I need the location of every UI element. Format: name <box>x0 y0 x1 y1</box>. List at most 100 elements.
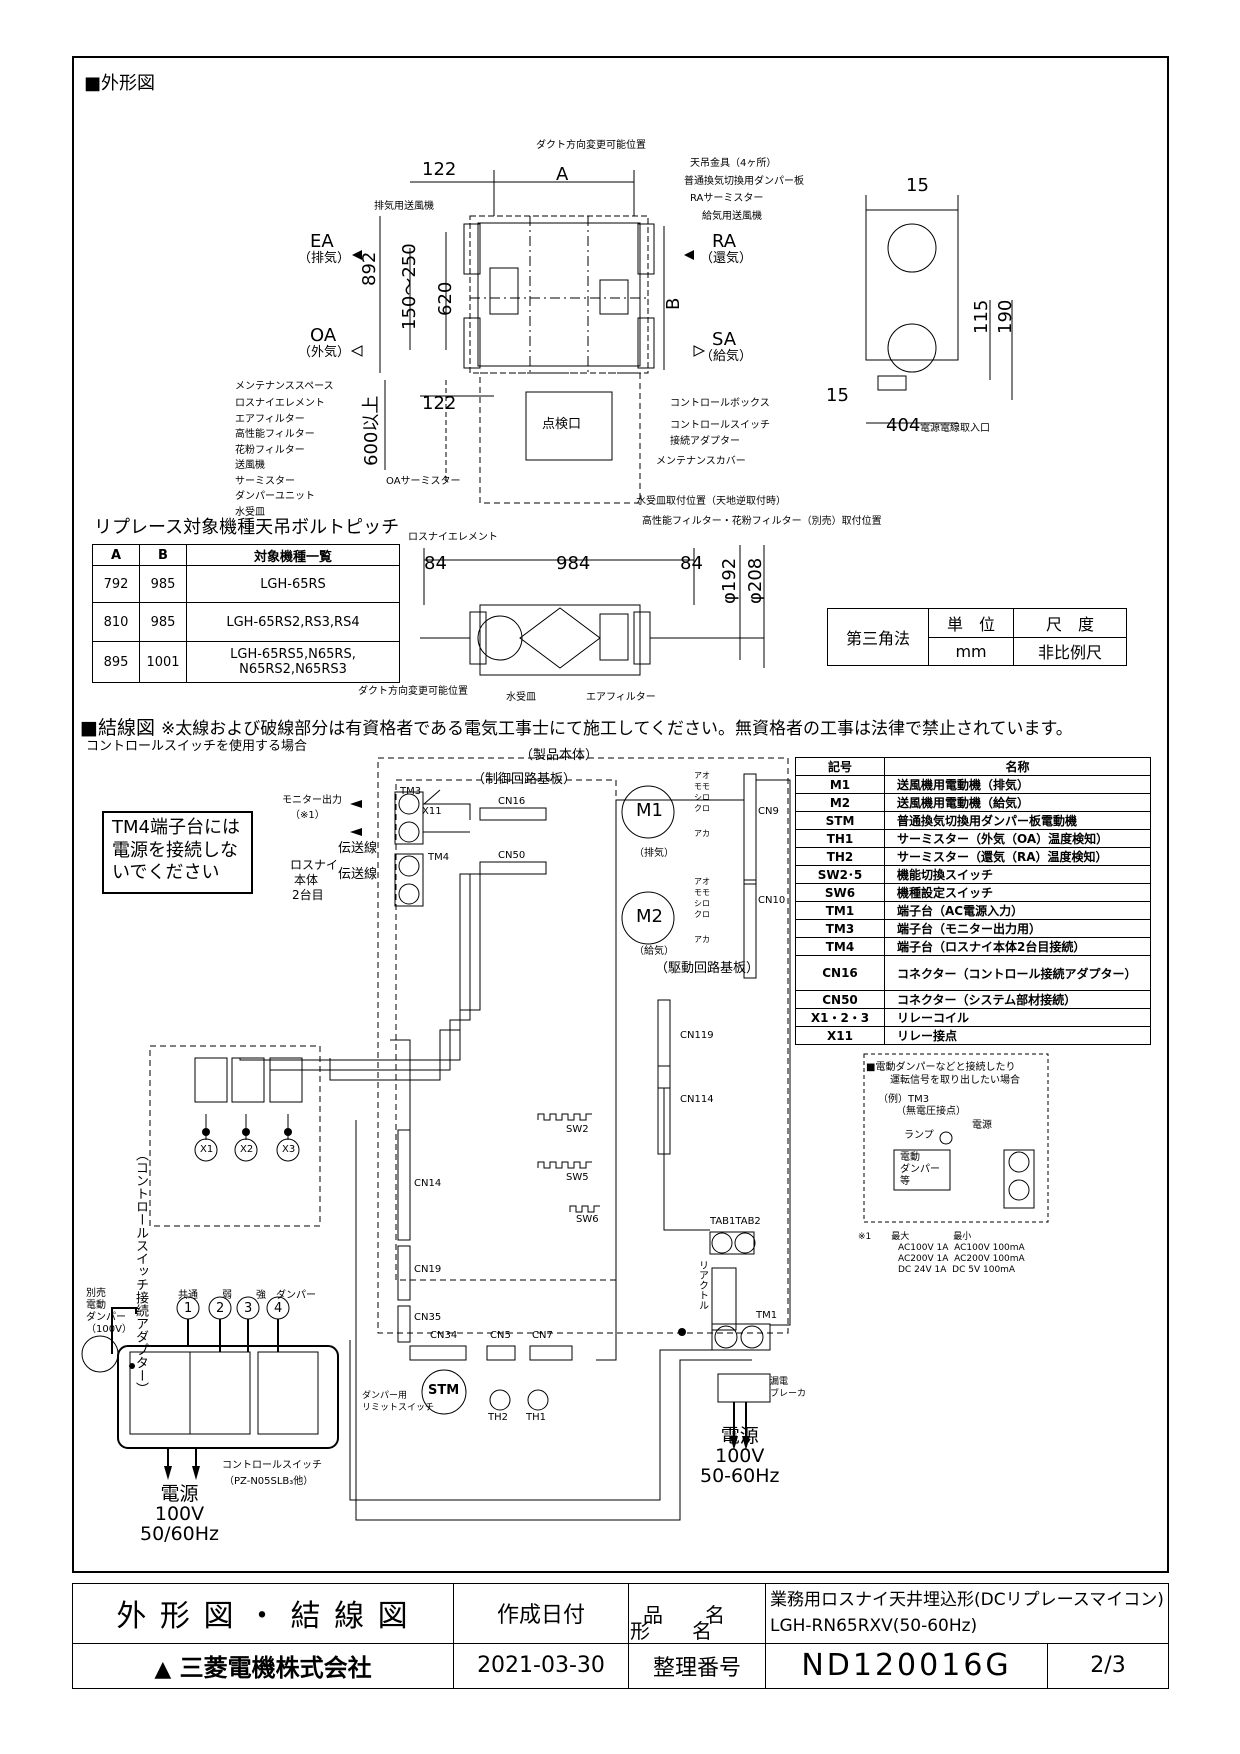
date: 2021-03-30 <box>453 1642 629 1690</box>
maint-items-list: ロスナイエレメント エアフィルター 高性能フィルター 花粉フィルター 送風機 サ… <box>235 398 325 518</box>
oa-jp-label: （外気） <box>298 345 351 360</box>
lossnay-2nd-label: ロスナイ 本体 2台目 <box>290 858 339 902</box>
control-switch-conn-label: コントロールスイッチ <box>670 420 770 431</box>
side-dim-15b: 15 <box>826 385 849 406</box>
dim-84-right: 84 <box>680 553 703 574</box>
dim-a: A <box>556 164 569 185</box>
dim-620: 620 <box>435 281 456 316</box>
duct-change-label: ダクト方向変更可能位置 <box>536 140 646 151</box>
oa-label: OA <box>310 325 337 346</box>
adapter-label: （コントロールスイッチ接続アダプター） <box>132 1148 148 1395</box>
terminal-damper: ダンパー <box>276 1290 316 1301</box>
drive-board-label: （駆動回路基板） <box>655 961 760 976</box>
title-block: 外 形 図 ・ 結 線 図 作成日付 品名 業務用ロスナイ天井埋込形(DCリプレ… <box>72 1583 1169 1690</box>
side-dim-404: 404 <box>886 415 921 436</box>
sa-jp-label: （給気） <box>700 349 753 364</box>
page-number: 2/3 <box>1047 1642 1169 1690</box>
model-number: LGH-RN65RXV(50-60Hz) <box>770 1616 978 1637</box>
terminal-2: 2 <box>216 1301 225 1316</box>
control-box-label: コントロールボックス <box>670 398 770 409</box>
projection-box: 第三角法 単 位 尺 度 mm 非比例尺 <box>827 608 1127 666</box>
inset-example2: （無電圧接点） <box>896 1106 966 1117</box>
ref-label: 整理番号 <box>628 1642 766 1690</box>
dim-84-left: 84 <box>424 553 447 574</box>
dim-122-top: 122 <box>422 159 457 180</box>
m2-label: M2 <box>636 906 663 927</box>
ra-label: RA <box>712 231 737 252</box>
terminal-common: 共通 <box>178 1290 198 1301</box>
m1-label: M1 <box>636 800 663 821</box>
replace-table-title: リプレース対象機種天吊ボルトピッチ <box>94 517 400 538</box>
conn-adapter-label: 接続アダプター <box>670 436 740 447</box>
x11-label: X11 <box>422 806 442 817</box>
cn50-label: CN50 <box>498 850 526 861</box>
inset-lamp: ランプ <box>904 1130 934 1141</box>
inset-example: （例）TM3 <box>878 1094 930 1105</box>
lossnay-element-label: ロスナイエレメント <box>408 532 498 543</box>
duct-change-bottom-label: ダクト方向変更可能位置 <box>358 686 468 697</box>
product-name: 業務用ロスナイ天井埋込形(DCリプレースマイコン) <box>770 1590 1164 1611</box>
terminal-strong: 強 <box>256 1290 266 1301</box>
cn14-label: CN14 <box>414 1178 442 1189</box>
drawing-frame <box>72 56 1169 1573</box>
outline-drawing <box>350 170 1013 676</box>
signal-line-1: 伝送線 <box>338 841 378 856</box>
inset-title2: 運転信号を取り出したい場合 <box>890 1075 1020 1086</box>
maint-cover-label: メンテナンスカバー <box>656 456 746 467</box>
exhaust-label: （排気） <box>634 848 674 859</box>
exhaust-fan-label: 排気用送風機 <box>374 201 434 212</box>
oa-thermistor-label: OAサーミスター <box>386 476 461 487</box>
inspection-port: 点検口 <box>542 417 582 432</box>
sa-label: SA <box>712 329 737 350</box>
supply-fan-label: 給気用送風機 <box>702 211 762 222</box>
inset-damper: 電動ダンパー等 <box>900 1152 940 1187</box>
th1-label: TH1 <box>526 1412 546 1423</box>
tm1-label: TM1 <box>756 1310 778 1321</box>
x1-label: X1 <box>200 1144 214 1155</box>
x2-label: X2 <box>240 1144 254 1155</box>
side-dim-190: 190 <box>995 299 1016 334</box>
m1-wire-colors: アオモモシロクロアカ <box>694 771 710 838</box>
sw6-label: SW6 <box>576 1214 599 1225</box>
ctrl-switch-model: （PZ-N05SLB₃他） <box>224 1476 314 1487</box>
damper-limit-label: ダンパー用リミットスイッチ <box>362 1391 435 1413</box>
outline-section-title: ■外形図 <box>84 73 156 94</box>
damper-plate-label: 普通換気切換用ダンパー板 <box>684 176 804 187</box>
water-tray-pos-label: 水受皿取付位置（天地逆取付時） <box>636 496 786 507</box>
cn119-label: CN119 <box>680 1030 714 1041</box>
stm-label: STM <box>428 1383 460 1398</box>
wiring-section-title: ■結線図※太線および破線部分は有資格者である電気工事士にて施工してください。無資… <box>80 717 1073 739</box>
reactor-label: リアクトル <box>696 1260 708 1310</box>
side-dim-115: 115 <box>971 299 992 334</box>
supply-label: （給気） <box>634 946 674 957</box>
dim-600: 600以上 <box>361 395 382 466</box>
dim-b: B <box>663 297 684 310</box>
tab1tab2-label: TAB1TAB2 <box>710 1216 761 1227</box>
hanger-label: 天吊金具（4ヶ所） <box>690 158 777 169</box>
dim-150-250: 150～250 <box>399 243 420 330</box>
dim-984: 984 <box>556 553 591 574</box>
ra-thermistor-label: RAサーミスター <box>690 193 764 204</box>
cn19-label: CN19 <box>414 1264 442 1275</box>
x3-label: X3 <box>282 1144 296 1155</box>
wiring-diagram <box>81 757 1049 1521</box>
terminal-4: 4 <box>274 1301 283 1316</box>
created-label: 作成日付 <box>453 1583 629 1644</box>
terminal-1: 1 <box>184 1301 193 1316</box>
ra-jp-label: （還気） <box>700 251 753 266</box>
company-name: ▲ 三菱電機株式会社 <box>72 1642 454 1690</box>
dim-122-bottom: 122 <box>422 393 457 414</box>
signal-line-2: 伝送線 <box>338 867 378 882</box>
ref-number: ND120016G <box>765 1642 1048 1690</box>
th2-label: TH2 <box>488 1412 508 1423</box>
kata-label: 形名 <box>630 1619 712 1643</box>
tm4-label: TM4 <box>428 852 450 863</box>
power-inlet-label: 電源電線取入口 <box>920 423 990 434</box>
doc-type: 外 形 図 ・ 結 線 図 <box>72 1583 454 1644</box>
ctrl-switch-label: コントロールスイッチ <box>222 1460 322 1471</box>
tm4-warning-box: TM4端子台には電源を接続しないでください <box>102 811 253 894</box>
cn16-label: CN16 <box>498 796 526 807</box>
inset-title: ■電動ダンパーなどと接続したり <box>866 1062 1016 1073</box>
